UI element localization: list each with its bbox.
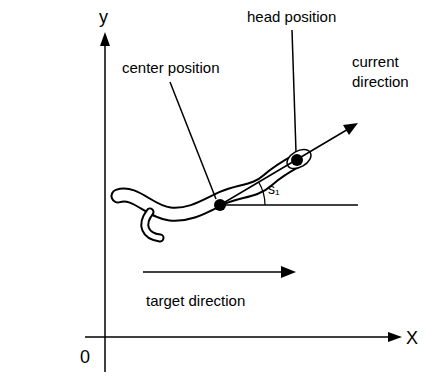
- leader-line: [292, 30, 296, 152]
- x-axis-arrowhead: [388, 332, 402, 342]
- direction-label: target direction: [146, 291, 245, 311]
- worm-tail: [145, 212, 160, 238]
- direction-arrowhead: [343, 123, 358, 135]
- reference-line: [220, 204, 358, 206]
- y-axis: [104, 40, 106, 372]
- callout-label: center position: [122, 58, 220, 78]
- worm-head: [284, 146, 315, 173]
- x-axis: [85, 336, 394, 338]
- target-arrow: [143, 271, 284, 273]
- center-dot: [214, 199, 226, 211]
- angle-label: s₁: [268, 180, 280, 198]
- worm-tail-outline: [145, 212, 160, 238]
- angle-arc: [259, 182, 265, 205]
- target-arrowhead: [281, 266, 296, 278]
- axis-label: y: [99, 6, 108, 29]
- origin-label: 0: [80, 346, 90, 369]
- head-dot: [291, 154, 303, 166]
- worm-outline: [118, 160, 298, 214]
- axis-label: X: [406, 327, 418, 350]
- direction-line: [220, 128, 350, 205]
- worm-body: [118, 160, 298, 214]
- leader-line: [170, 82, 216, 199]
- callout-label: head position: [247, 7, 336, 27]
- y-axis-arrowhead: [100, 32, 110, 46]
- callout-label: current direction: [352, 52, 422, 92]
